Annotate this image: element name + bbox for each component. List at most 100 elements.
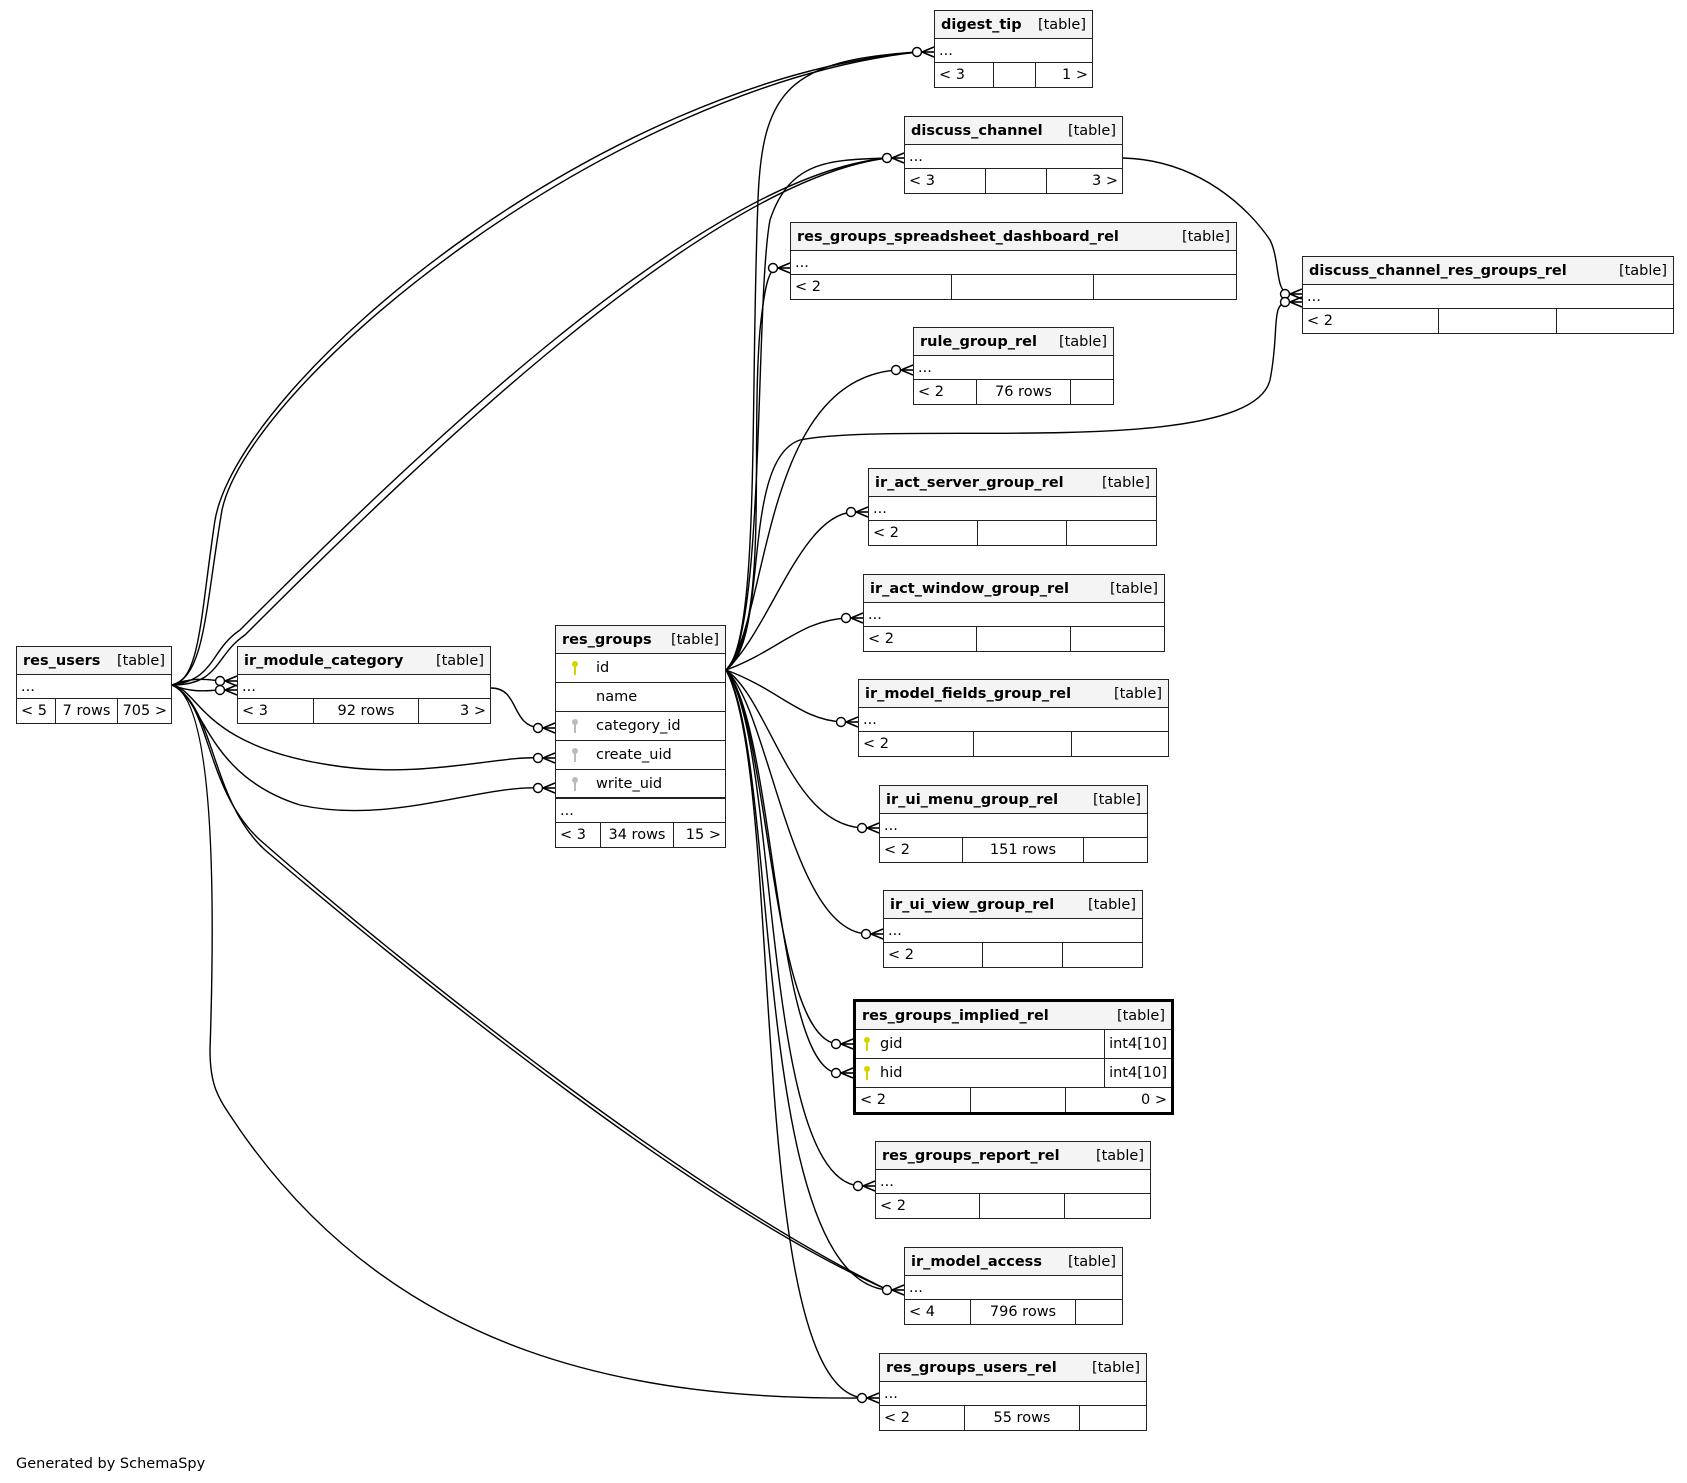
table-ir-ui-view-group-rel[interactable]: ir_ui_view_group_rel[table]...< 2 — [883, 890, 1143, 968]
row-count — [951, 275, 1093, 299]
crows-foot-marker — [890, 364, 914, 376]
parents-count[interactable]: < 2 — [880, 1198, 906, 1214]
column-row[interactable]: write_uid — [556, 770, 725, 799]
row-count — [977, 521, 1066, 545]
table-name: discuss_channel_res_groups_rel — [1309, 262, 1567, 279]
crows-foot-marker — [214, 675, 238, 687]
parents-count[interactable]: < 4 — [909, 1304, 935, 1320]
column-name: hid — [880, 1065, 903, 1081]
parents-count[interactable]: < 2 — [860, 1092, 886, 1108]
column-row[interactable]: id — [556, 654, 725, 683]
column-row[interactable]: hid int4[10] — [856, 1059, 1171, 1088]
children-count[interactable]: 705 > — [117, 699, 171, 723]
crows-foot-marker — [1279, 296, 1303, 308]
columns-ellipsis: ... — [238, 675, 490, 699]
table-discuss-channel-res-groups-rel[interactable]: discuss_channel_res_groups_rel [table]...… — [1302, 256, 1674, 334]
children-count[interactable] — [1064, 1194, 1150, 1218]
row-count — [976, 627, 1070, 651]
parents-count[interactable]: < 2 — [795, 279, 821, 295]
edge-users-discuss — [171, 157, 889, 686]
table-ir-model-fields-group-rel[interactable]: ir_model_fields_group_rel[table]...< 2 — [858, 679, 1169, 757]
children-count[interactable] — [1079, 1406, 1146, 1430]
parents-count[interactable]: < 2 — [884, 1410, 910, 1426]
table-ir-act-server-group-rel[interactable]: ir_act_server_group_rel[table]...< 2 — [868, 468, 1157, 546]
table-name: ir_module_category — [244, 652, 404, 669]
parents-count[interactable]: < 2 — [888, 947, 914, 963]
table-res-groups-report-rel[interactable]: res_groups_report_rel[table]...< 2 — [875, 1141, 1151, 1219]
edge-users-access1 — [171, 684, 889, 1291]
parents-count[interactable]: < 2 — [863, 736, 889, 752]
table-type: [table] — [1618, 262, 1667, 279]
crows-foot-marker — [856, 822, 880, 834]
columns-ellipsis: ... — [556, 799, 725, 823]
column-name: name — [596, 689, 638, 705]
children-count[interactable] — [1071, 732, 1168, 756]
row-count — [985, 169, 1046, 193]
table-type: [table] — [670, 631, 719, 648]
parents-count[interactable]: < 2 — [1307, 313, 1333, 329]
crows-foot-marker — [830, 1038, 854, 1050]
children-count[interactable]: 3 > — [418, 699, 490, 723]
edge-rg-view — [725, 669, 869, 935]
children-count[interactable] — [1075, 1300, 1122, 1324]
column-type: int4[10] — [1104, 1059, 1171, 1087]
children-count[interactable] — [1070, 627, 1164, 651]
parents-count[interactable]: < 3 — [939, 67, 965, 83]
edge-rg-gid — [725, 669, 839, 1045]
parents-count[interactable]: < 3 — [242, 703, 268, 719]
parents-count[interactable]: < 5 — [21, 703, 47, 719]
children-count[interactable]: 3 > — [1046, 169, 1122, 193]
parents-count[interactable]: < 2 — [918, 384, 944, 400]
children-count[interactable]: 15 > — [673, 823, 725, 847]
table-name: res_groups_report_rel — [882, 1147, 1060, 1164]
table-name: ir_act_server_group_rel — [875, 474, 1064, 491]
parents-count[interactable]: < 2 — [868, 631, 894, 647]
parents-count[interactable]: < 3 — [560, 827, 586, 843]
parents-count[interactable]: < 3 — [909, 173, 935, 189]
parents-count[interactable]: < 2 — [873, 525, 899, 541]
edge-rg-menu — [725, 669, 865, 829]
children-count[interactable] — [1093, 275, 1236, 299]
edge-rg-usersrel — [725, 669, 865, 1399]
column-type: int4[10] — [1104, 1030, 1171, 1058]
column-row[interactable]: category_id — [556, 712, 725, 741]
children-count[interactable]: 1 > — [1035, 63, 1092, 87]
row-count — [1438, 309, 1556, 333]
crows-foot-marker — [860, 928, 884, 940]
children-count[interactable] — [1556, 309, 1673, 333]
table-type: [table] — [1091, 1359, 1140, 1376]
children-count[interactable] — [1083, 838, 1147, 862]
columns-ellipsis: ... — [880, 1382, 1146, 1406]
table-ir-act-window-group-rel[interactable]: ir_act_window_group_rel[table]...< 2 — [863, 574, 1165, 652]
column-row[interactable]: name — [556, 683, 725, 712]
children-count[interactable] — [1066, 521, 1156, 545]
parents-count[interactable]: < 2 — [884, 842, 910, 858]
children-count[interactable] — [1070, 380, 1113, 404]
table-type: [table] — [1067, 122, 1116, 139]
children-count[interactable]: 0 > — [1065, 1088, 1171, 1112]
primary-key-icon — [856, 1065, 878, 1081]
table-res-groups-spreadsheet-dashboard-rel[interactable]: res_groups_spreadsheet_dashboard_rel[tab… — [790, 222, 1237, 300]
column-row[interactable]: gid int4[10] — [856, 1030, 1171, 1059]
column-row[interactable]: create_uid — [556, 741, 725, 770]
columns-ellipsis: ... — [1303, 285, 1673, 309]
column-name: gid — [880, 1036, 903, 1052]
crows-foot-marker — [856, 1392, 880, 1404]
table-name: res_groups — [562, 631, 652, 648]
table-res-groups[interactable]: res_groups [table] id name category_id cr… — [555, 625, 726, 848]
edge-users-digest2 — [171, 51, 919, 686]
table-name: rule_group_rel — [920, 333, 1037, 350]
children-count[interactable] — [1062, 943, 1142, 967]
row-count: 796 rows — [970, 1300, 1075, 1324]
table-name: ir_ui_view_group_rel — [890, 896, 1055, 913]
crows-foot-marker — [532, 782, 556, 794]
